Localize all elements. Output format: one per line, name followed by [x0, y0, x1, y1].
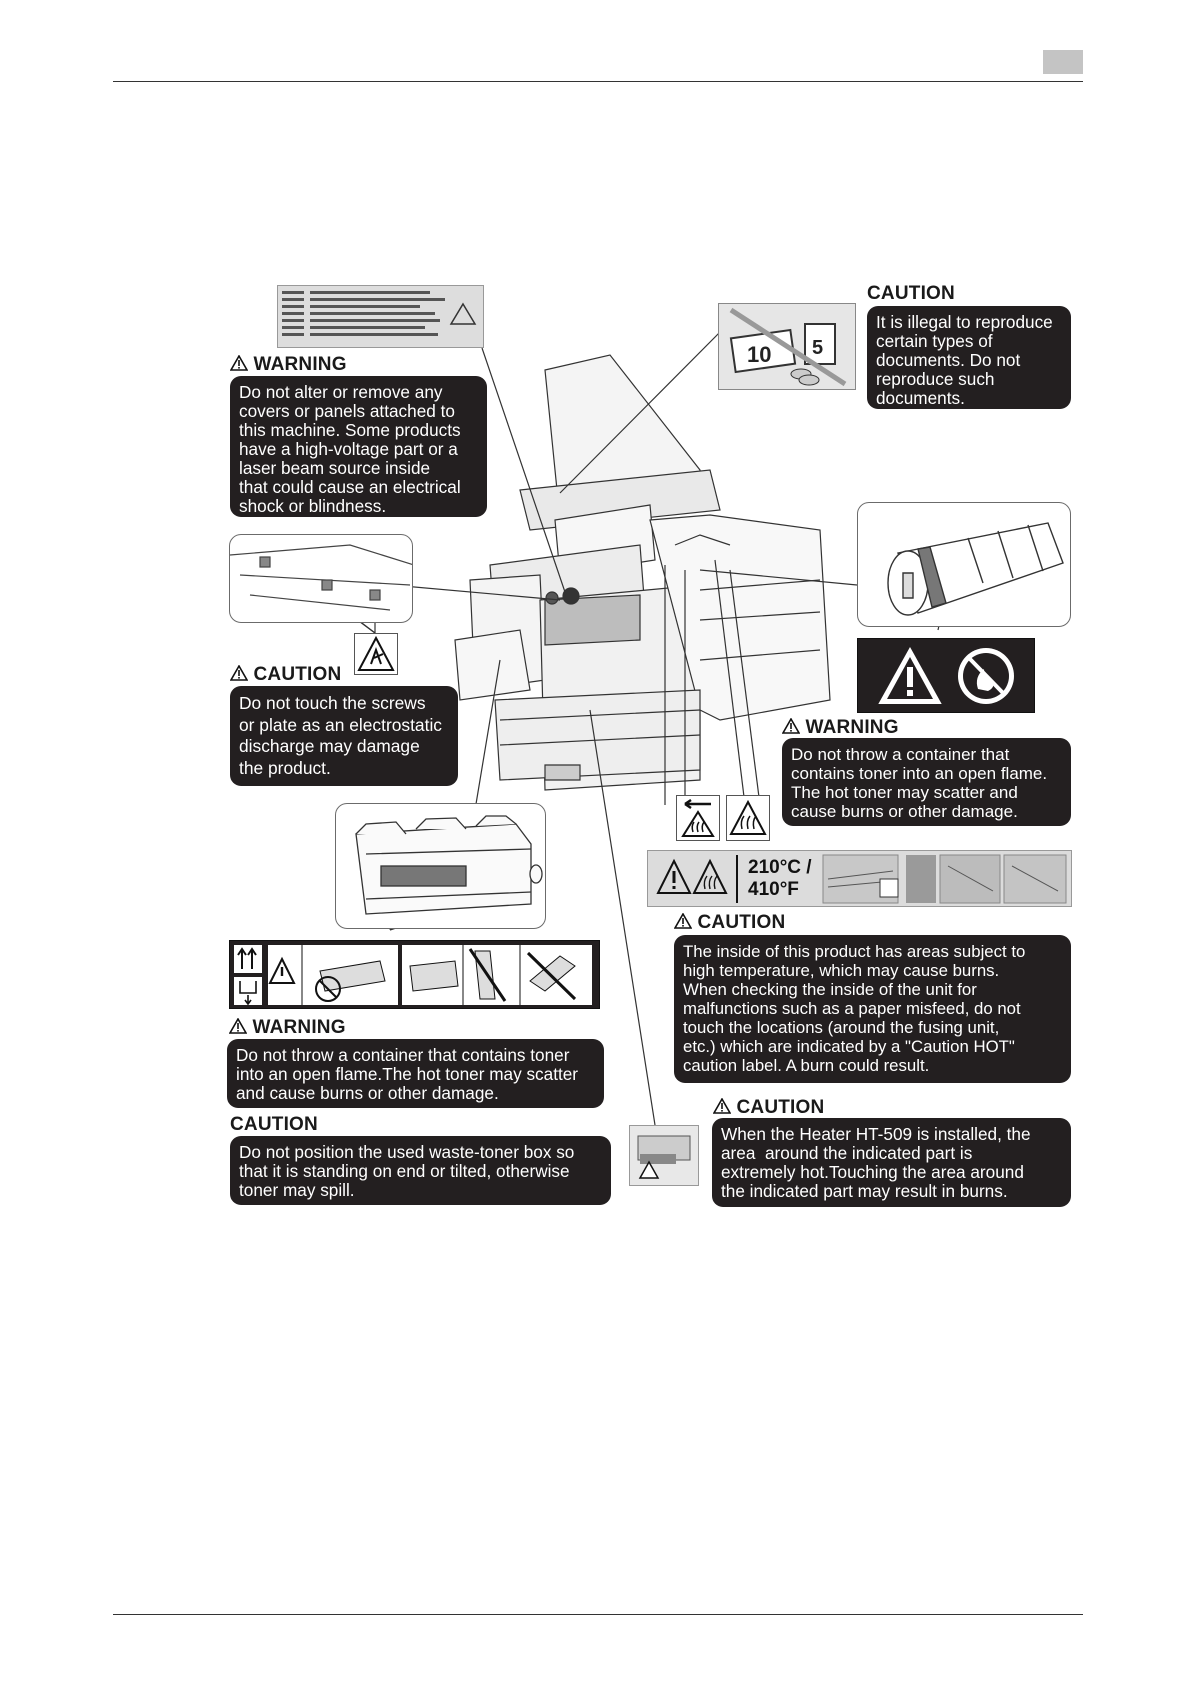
message-line: The inside of this product has areas sub…: [683, 942, 1026, 961]
warning-triangle-icon: [674, 913, 692, 929]
waste-box-warning-label: [229, 940, 600, 1009]
caution-static-text: CAUTION: [253, 664, 342, 685]
footer-rule: [113, 1614, 1083, 1615]
message-line: It is illegal to reproduce: [876, 312, 1053, 332]
caution-heater-label: CAUTION: [713, 1097, 824, 1119]
message-line: contains toner into an open flame.: [791, 764, 1048, 783]
message-line: documents.: [876, 388, 965, 408]
fusing-temperature-label: 210°C / 410°F: [647, 850, 1072, 907]
electrostatic-icon: [357, 635, 395, 671]
warning-triangle-icon: [230, 665, 248, 681]
caution-waste-box-text: CAUTION: [230, 1114, 318, 1135]
warning-cover-message: Do not alter or remove any covers or pan…: [230, 376, 487, 517]
this-side-up-icon: [237, 947, 257, 969]
temperature-fahrenheit: 410°F: [748, 879, 799, 900]
warning-toner-right-message: Do not throw a container that contains t…: [782, 738, 1071, 826]
message-line: malfunctions such as a paper misfeed, do…: [683, 999, 1021, 1018]
caution-heater-text: CAUTION: [736, 1097, 825, 1118]
caution-heater-message: When the Heater HT-509 is installed, the…: [712, 1118, 1071, 1207]
warning-toner-left-text: WARNING: [252, 1017, 346, 1038]
no-fire-icon: [958, 648, 1014, 704]
message-line: touch the locations (around the fusing u…: [683, 1018, 1000, 1037]
hot-surface-icon: [681, 798, 715, 837]
message-line: Do not position the used waste-toner box…: [239, 1142, 575, 1162]
caution-documents-message: It is illegal to reproduce certain types…: [867, 306, 1071, 409]
waste-toner-box-image: [335, 803, 546, 929]
electrostatic-label: [354, 633, 398, 675]
hot-surface-icon: [729, 799, 767, 835]
heater-image: [629, 1125, 699, 1186]
header-rule: [113, 81, 1083, 82]
caution-hot-label: CAUTION: [674, 912, 785, 934]
warning-triangle-icon: [713, 1098, 731, 1114]
page-number-tab: [1043, 50, 1083, 74]
message-line: or plate as an electrostatic: [239, 714, 442, 735]
message-line: the product.: [239, 757, 331, 778]
warning-triangle-icon: [782, 718, 800, 734]
caution-documents-text: CAUTION: [867, 283, 955, 304]
caution-hot-text: CAUTION: [697, 912, 786, 933]
warning-triangle-icon: [268, 956, 296, 984]
message-line: When checking the inside of the unit for: [683, 980, 977, 999]
caution-static-label: CAUTION: [230, 664, 341, 686]
message-line: Do not touch the screws: [239, 693, 426, 713]
message-line: that it is standing on end or tilted, ot…: [239, 1161, 570, 1181]
message-line: extremely hot.Touching the area around: [721, 1162, 1024, 1182]
message-line: and cause burns or other damage.: [236, 1083, 499, 1103]
warning-toner-left-label: WARNING: [229, 1017, 346, 1039]
hot-arrow-label: [676, 795, 720, 841]
hot-surface-icon: [692, 858, 728, 894]
message-line: toner may spill.: [239, 1180, 355, 1200]
message-line: When the Heater HT-509 is installed, the: [721, 1124, 1031, 1144]
message-line: this machine. Some products: [239, 420, 461, 440]
toner-warning-label: [857, 638, 1035, 713]
message-line: cause burns or other damage.: [791, 802, 1018, 821]
warning-triangle-icon: [230, 355, 248, 371]
message-line: covers or panels attached to: [239, 401, 455, 421]
no-copy-image: 10 5: [718, 303, 856, 390]
message-line: Do not alter or remove any: [239, 382, 443, 402]
screws-detail-image: [229, 534, 413, 623]
no-copy-icon: 10 5: [729, 307, 847, 387]
toner-bottle-image: [857, 502, 1071, 627]
message-line: high temperature, which may cause burns.: [683, 961, 1000, 980]
message-line: shock or blindness.: [239, 496, 387, 516]
message-line: area around the indicated part is: [721, 1143, 973, 1163]
svg-text:10: 10: [747, 342, 771, 367]
warning-triangle-icon: [878, 646, 942, 704]
message-line: the indicated part may result in burns.: [721, 1181, 1008, 1201]
hot-label: [726, 795, 770, 841]
hot-surface-icon: [638, 1160, 660, 1179]
laser-label-image: [277, 285, 484, 348]
message-line: certain types of: [876, 331, 993, 351]
caution-documents-label: CAUTION: [867, 283, 955, 305]
warning-toner-right-label: WARNING: [782, 717, 899, 739]
message-line: etc.) which are indicated by a "Caution …: [683, 1037, 1015, 1056]
caution-waste-box-message: Do not position the used waste-toner box…: [230, 1136, 611, 1205]
message-line: Do not throw a container that contains t…: [236, 1045, 570, 1065]
caution-hot-message: The inside of this product has areas sub…: [674, 935, 1071, 1083]
message-line: Do not throw a container that: [791, 745, 1010, 764]
svg-text:5: 5: [812, 337, 823, 359]
caution-waste-box-label: CAUTION: [230, 1114, 318, 1136]
message-line: laser beam source inside: [239, 458, 431, 478]
temperature-celsius: 210°C /: [748, 857, 812, 878]
message-line: documents. Do not: [876, 350, 1021, 370]
warning-triangle-icon: [229, 1018, 247, 1034]
message-line: discharge may damage: [239, 736, 420, 756]
warning-toner-right-text: WARNING: [805, 717, 899, 738]
message-line: have a high-voltage part or a: [239, 439, 458, 459]
warning-triangle-icon: [656, 858, 692, 894]
warning-cover-text: WARNING: [253, 354, 347, 375]
message-line: reproduce such: [876, 369, 995, 389]
caution-static-message: Do not touch the screws or plate as an e…: [230, 686, 458, 786]
warning-cover-label: WARNING: [230, 354, 347, 376]
warning-toner-left-message: Do not throw a container that contains t…: [227, 1039, 604, 1108]
message-line: into an open flame.The hot toner may sca…: [236, 1064, 579, 1084]
message-line: that could cause an electrical: [239, 477, 461, 497]
message-line: The hot toner may scatter and: [791, 783, 1018, 802]
message-line: caution label. A burn could result.: [683, 1056, 930, 1075]
